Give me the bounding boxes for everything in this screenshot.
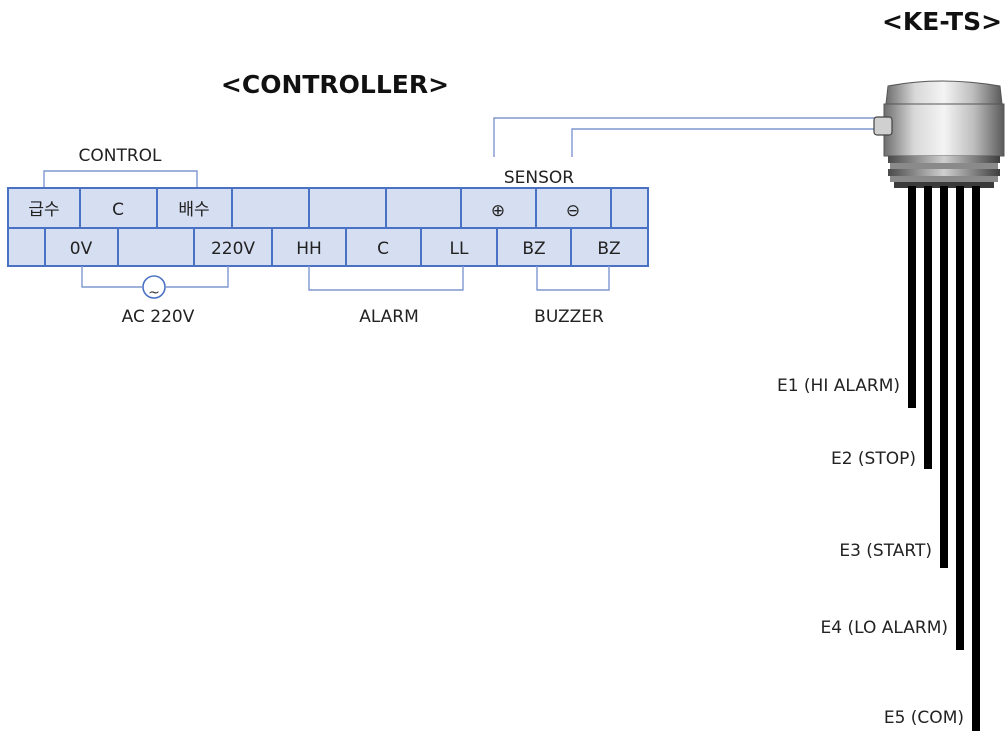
cable-gland-icon	[873, 116, 893, 136]
sensor-label: SENSOR	[504, 168, 574, 188]
electrode-e3	[940, 186, 948, 568]
terminal-bottom-2	[44, 227, 119, 267]
terminal-top-6	[385, 187, 462, 229]
electrode-e4	[956, 186, 964, 650]
terminal-top-5	[308, 187, 387, 229]
terminal-label-common: C	[112, 200, 124, 220]
terminal-label-supply: 급수	[28, 200, 59, 220]
ac-bracket	[81, 266, 229, 288]
terminal-top-4	[231, 187, 310, 229]
terminal-label-bz-2: BZ	[597, 239, 620, 259]
terminal-bottom-row: 0V 220V HH C LL BZ BZ	[7, 227, 649, 267]
control-bracket	[43, 170, 198, 188]
terminal-label-0v: 0V	[70, 239, 93, 259]
sensor-head	[873, 80, 1005, 188]
sensor-plus-terminal-label: ⊕	[491, 201, 505, 221]
terminal-bottom-7	[420, 227, 498, 267]
terminal-label-ll: LL	[450, 239, 469, 259]
controller-title: <CONTROLLER>	[221, 70, 449, 99]
electrode-e2	[924, 186, 932, 469]
terminal-label-220v: 220V	[211, 239, 255, 259]
terminal-bottom-3	[117, 227, 195, 267]
ac-source-symbol: ~	[148, 285, 160, 301]
terminal-top-row: 급수 C 배수 ⊕ ⊖	[7, 187, 649, 229]
electrode-label-e2: E2 (STOP)	[831, 449, 916, 469]
terminal-label-hh: HH	[296, 239, 322, 259]
terminal-bottom-1	[7, 227, 46, 267]
alarm-label: ALARM	[359, 307, 419, 327]
sensor-wire-minus	[571, 128, 882, 157]
sensor-title: <KE-TS>	[882, 7, 1002, 36]
terminal-top-9	[610, 187, 649, 229]
terminal-bottom-9	[570, 227, 649, 267]
buzzer-label: BUZZER	[534, 307, 604, 327]
terminal-label-drain: 배수	[178, 200, 209, 220]
electrode-label-e4: E4 (LO ALARM)	[821, 618, 948, 638]
sensor-wire-plus	[493, 117, 882, 157]
terminal-bottom-4	[193, 227, 273, 267]
terminal-bottom-6	[345, 227, 422, 267]
sensor-minus-terminal-label: ⊖	[566, 201, 580, 221]
ac-label: AC 220V	[122, 307, 195, 327]
buzzer-bracket	[536, 266, 610, 291]
terminal-label-alarm-common: C	[377, 239, 389, 259]
electrode-label-e3: E3 (START)	[839, 541, 932, 561]
electrode-label-e5: E5 (COM)	[884, 708, 964, 728]
control-label: CONTROL	[78, 146, 162, 166]
alarm-bracket	[308, 266, 464, 291]
terminal-label-bz-1: BZ	[522, 239, 545, 259]
electrode-e1	[908, 186, 916, 408]
electrode-label-e1: E1 (HI ALARM)	[777, 376, 900, 396]
terminal-bottom-5	[271, 227, 347, 267]
electrode-e5	[972, 186, 980, 731]
ac-source-icon	[142, 275, 166, 299]
